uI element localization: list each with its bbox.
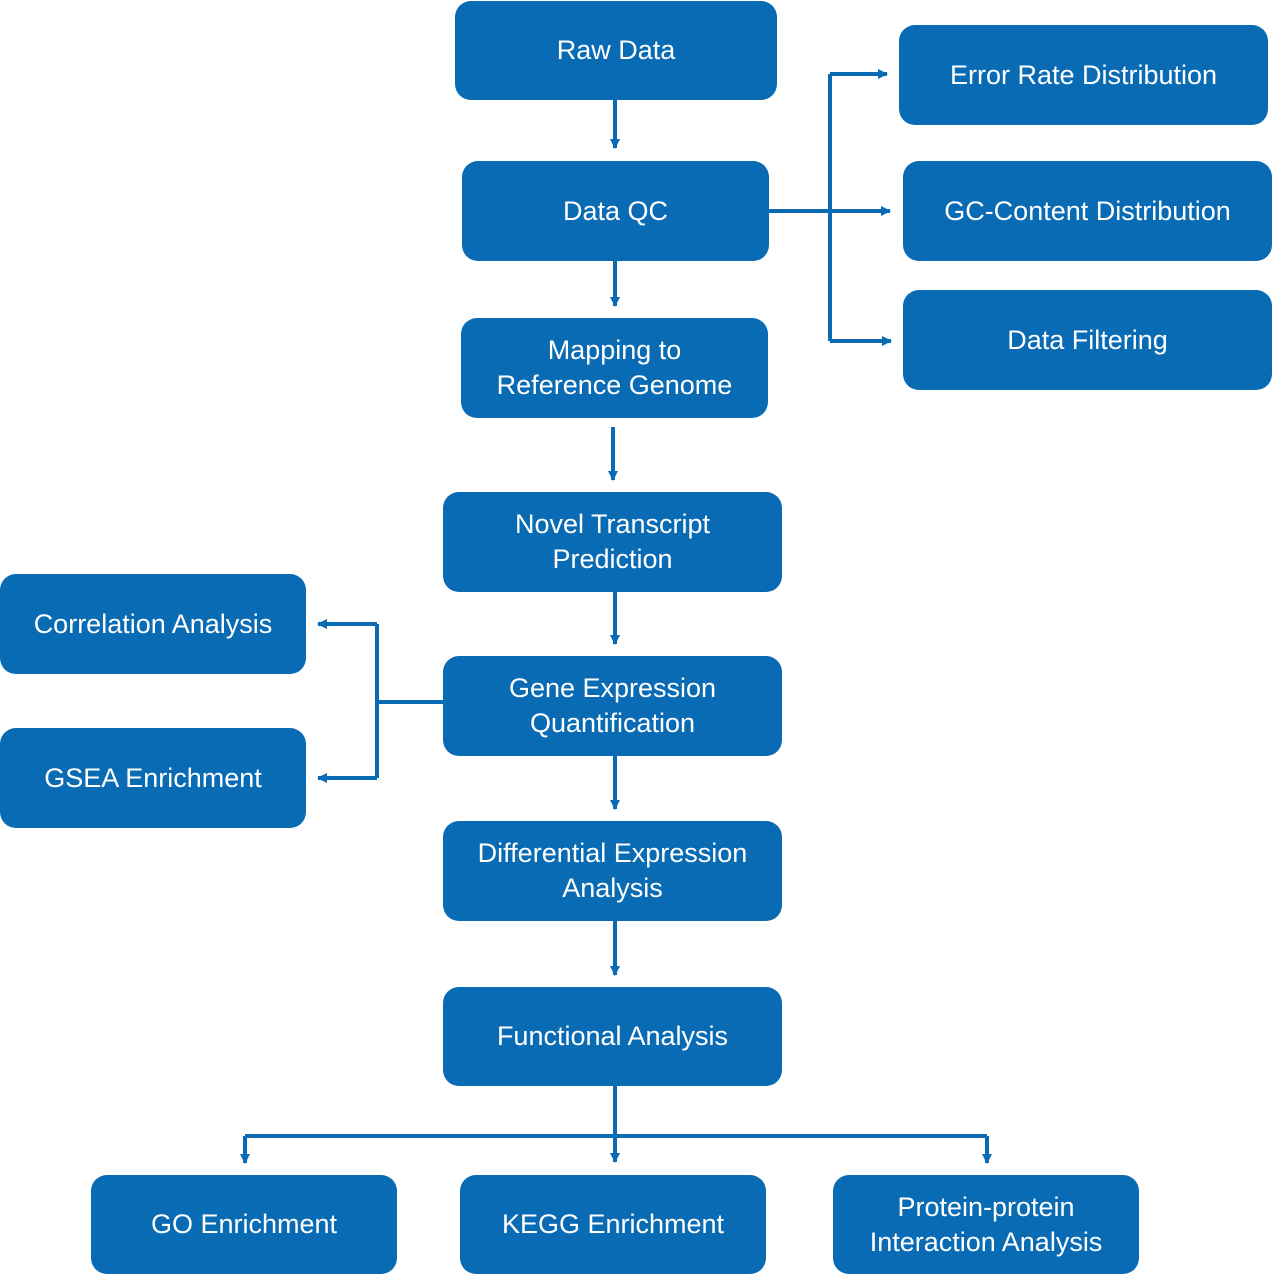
node-differential-expression-analysis: Differential Expression Analysis	[443, 821, 782, 921]
node-data-filtering: Data Filtering	[903, 290, 1272, 390]
node-ppi-label-line-2: Interaction Analysis	[869, 1226, 1103, 1257]
node-differential-expression-label-line-2: Analysis	[562, 873, 663, 903]
node-novel-transcript-prediction: Novel Transcript Prediction	[443, 492, 782, 592]
node-error-rate-distribution: Error Rate Distribution	[899, 25, 1268, 125]
node-data-qc-label: Data QC	[562, 195, 669, 226]
node-functional-analysis-label: Functional Analysis	[496, 1021, 729, 1051]
node-functional-analysis: Functional Analysis	[443, 987, 782, 1086]
node-gene-expression-quantification: Gene Expression Quantification	[443, 656, 782, 756]
node-raw-data: Raw Data	[455, 1, 777, 100]
node-data-qc: Data QC	[462, 161, 769, 261]
node-correlation-analysis: Correlation Analysis	[0, 574, 306, 674]
node-gene-expression-label-line-1: Gene Expression	[508, 673, 717, 703]
node-gc-content-label: GC-Content Distribution	[944, 195, 1231, 226]
node-gsea-enrichment: GSEA Enrichment	[0, 728, 306, 828]
node-novel-transcript-label-line-2: Prediction	[552, 544, 673, 574]
node-gene-expression-label-line-2: Quantification	[529, 708, 696, 738]
node-data-filtering-label: Data Filtering	[1007, 324, 1168, 355]
node-mapping-label-line-1: Mapping to	[547, 335, 682, 365]
node-gsea-label: GSEA Enrichment	[44, 762, 262, 793]
node-mapping-to-reference-genome: Mapping to Reference Genome	[461, 318, 768, 418]
node-gc-content-distribution: GC-Content Distribution	[903, 161, 1272, 261]
node-ppi-label-line-1: Protein-protein	[897, 1191, 1075, 1222]
node-error-rate-label: Error Rate Distribution	[949, 59, 1218, 90]
node-kegg-enrichment-label: KEGG Enrichment	[501, 1209, 725, 1239]
node-go-enrichment: GO Enrichment	[91, 1175, 397, 1274]
node-raw-data-label: Raw Data	[556, 35, 676, 65]
node-mapping-label-line-2: Reference Genome	[496, 370, 733, 400]
node-differential-expression-label-line-1: Differential Expression	[477, 838, 748, 868]
node-go-enrichment-label: GO Enrichment	[150, 1209, 338, 1239]
node-protein-protein-interaction-analysis: Protein-protein Interaction Analysis	[833, 1175, 1139, 1274]
node-kegg-enrichment: KEGG Enrichment	[460, 1175, 766, 1274]
node-novel-transcript-label-line-1: Novel Transcript	[514, 509, 711, 539]
node-correlation-label: Correlation Analysis	[33, 608, 273, 639]
